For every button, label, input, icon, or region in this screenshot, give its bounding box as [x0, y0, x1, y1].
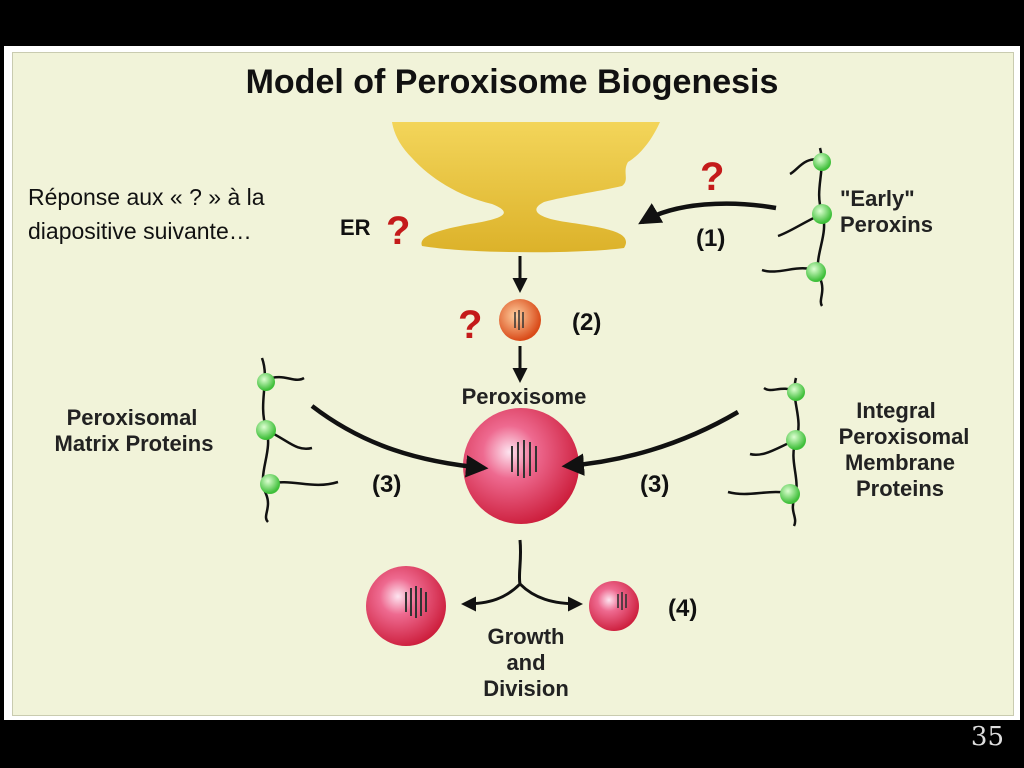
arrow-step-3-right [561, 410, 740, 476]
pre-peroxisome-vesicle [499, 299, 541, 341]
arrow-step-3-left [310, 404, 489, 478]
step-3-left-label: (3) [372, 471, 401, 498]
growth-division-label-line3: Division [483, 676, 569, 701]
er-label: ER [340, 215, 371, 240]
arrow-step-1 [638, 201, 777, 225]
question-mark-er: ? [386, 209, 410, 253]
vesicle-core-lines [514, 310, 524, 330]
early-peroxins-green-blobs [806, 153, 832, 282]
membrane-proteins-cluster [727, 377, 800, 527]
matrix-proteins-green-blobs [256, 373, 280, 494]
peroxisome-core-lines [511, 440, 537, 478]
membrane-proteins-green-blobs [780, 383, 806, 504]
question-mark-step-2: ? [458, 303, 482, 347]
er-membrane-shape [392, 122, 660, 253]
early-peroxins-label-line1: "Early" [840, 186, 915, 211]
arrow-division-stem [517, 539, 523, 585]
step-2-label: (2) [572, 309, 601, 336]
daughter-large-core-lines [405, 586, 427, 618]
daughter-small-core-lines [617, 592, 627, 610]
matrix-proteins-label-line2: Matrix Proteins [55, 431, 214, 456]
note-text: Réponse aux « ? » à la diapositive suiva… [28, 184, 265, 244]
early-peroxins-label-line2: Peroxins [840, 212, 933, 237]
matrix-proteins-label-line1: Peroxisomal [67, 405, 198, 430]
growth-division-label-line1: Growth [488, 624, 565, 649]
slide-number: 35 [970, 722, 1004, 752]
membrane-proteins-label-line1: Integral [856, 398, 935, 423]
step-3-right-label: (3) [640, 471, 669, 498]
diagram-title: Model of Peroxisome Biogenesis [246, 63, 779, 101]
early-peroxins-cluster [761, 147, 826, 307]
step-4-label: (4) [668, 595, 697, 622]
peroxisome [463, 408, 579, 524]
membrane-proteins-label-line3: Membrane [845, 450, 955, 475]
membrane-proteins-label-line4: Proteins [856, 476, 944, 501]
peroxisome-label: Peroxisome [462, 384, 587, 409]
membrane-proteins-label-line2: Peroxisomal [839, 424, 970, 449]
arrow-division-left [461, 582, 522, 612]
step-1-label: (1) [696, 225, 725, 252]
daughter-peroxisome-small [589, 581, 639, 631]
growth-division-label-line2: and [506, 650, 545, 675]
question-mark-step-1: ? [700, 155, 724, 199]
arrow-division-right [518, 582, 583, 612]
